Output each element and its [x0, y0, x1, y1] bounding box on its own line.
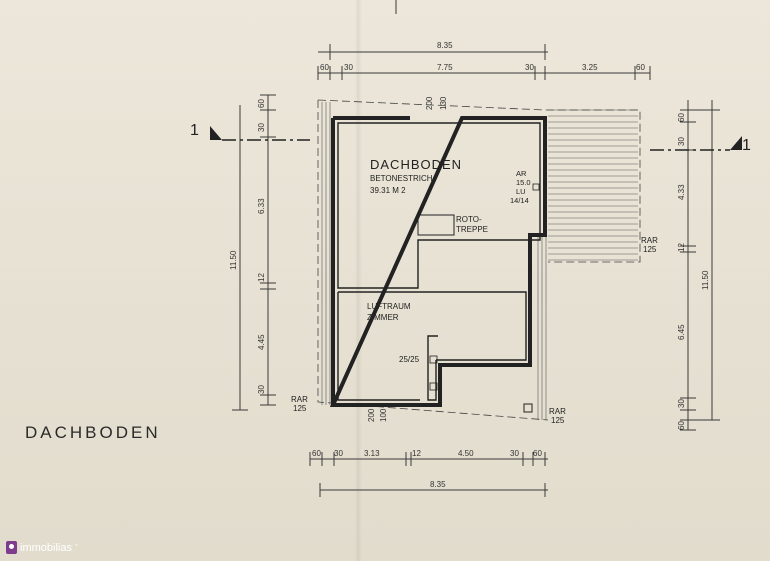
window-label-2: 15.0: [516, 178, 531, 187]
room-floor: BETONESTRICH: [370, 174, 433, 183]
duct-label: 25/25: [399, 355, 420, 364]
dim-top-seg-5: 60: [636, 63, 645, 72]
dim-right-seg-6: 60: [677, 421, 686, 430]
window-label-4: 14/14: [510, 196, 529, 205]
chimney-square: [523, 403, 533, 413]
dim-top-seg-0: 60: [320, 63, 329, 72]
dim-bottom-inner-0: 200: [367, 408, 376, 422]
dim-bottom-seg-2: 3.13: [364, 449, 380, 458]
dim-left-seg-5: 30: [257, 385, 266, 394]
dim-left-total: 11.50: [229, 250, 238, 270]
dim-right-seg-4: 6.45: [677, 324, 686, 340]
dim-top-seg-2: 7.75: [437, 63, 453, 72]
section-marker-right: 1: [650, 136, 751, 154]
stair-opening: [417, 214, 455, 236]
section-marker-left: 1: [190, 122, 310, 141]
rar-right-top-2: 125: [643, 245, 657, 254]
brand-mark: °: [74, 544, 78, 551]
dim-bottom-seg-6: 60: [533, 449, 542, 458]
window-label-1: AR: [516, 169, 527, 178]
dim-bottom-seg-0: 60: [312, 449, 321, 458]
dim-top-seg-4: 3.25: [582, 63, 598, 72]
dim-bottom-inner-1: 100: [379, 408, 388, 422]
dim-left-seg-4: 4.45: [257, 334, 266, 350]
stair-label-1: ROTO-: [456, 215, 482, 224]
dim-bottom-seg-1: 30: [334, 449, 343, 458]
dim-top-seg-1: 30: [344, 63, 353, 72]
dim-right-seg-1: 30: [677, 137, 686, 146]
dim-top-inner-0: 200: [425, 96, 434, 110]
dim-right-seg-2: 4.33: [677, 184, 686, 200]
rar-right-bottom-2: 125: [551, 416, 565, 425]
dim-top-total: 8.35: [437, 41, 453, 50]
dim-left-seg-2: 6.33: [257, 198, 266, 214]
dim-left-seg-1: 30: [257, 123, 266, 132]
duct-box-2: [429, 382, 438, 391]
rar-left-1: RAR: [291, 395, 308, 404]
rar-left-2: 125: [293, 404, 307, 413]
dim-right-total: 11.50: [701, 270, 710, 290]
brand-name: immobilias: [20, 541, 72, 554]
dim-right-seg-0: 60: [677, 113, 686, 122]
duct-box-1: [429, 355, 438, 364]
rar-right-top-1: RAR: [641, 236, 658, 245]
svg-text:1: 1: [190, 122, 199, 139]
brand-watermark: immobilias°: [6, 541, 78, 554]
rar-right-bottom-1: RAR: [549, 407, 566, 416]
dim-bottom-seg-4: 4.50: [458, 449, 474, 458]
eave-outline: [317, 99, 641, 421]
dim-bottom-seg-3: 12: [412, 449, 421, 458]
svg-text:1: 1: [742, 137, 751, 154]
walls: [329, 116, 547, 413]
luftraum-label-2: ZIMMER: [367, 313, 399, 322]
dim-top-inner-1: 130: [439, 96, 448, 110]
dim-bottom-seg-5: 30: [510, 449, 519, 458]
dim-right-seg-3: 12: [677, 243, 686, 252]
roof-hatching: [321, 102, 638, 420]
room-area: 39.31 M 2: [370, 186, 406, 195]
window-label-3: LU: [516, 187, 526, 196]
room-name-dachboden: DACHBODEN: [370, 157, 462, 172]
stair-label-2: TREPPE: [456, 225, 488, 234]
dim-right-seg-5: 30: [677, 399, 686, 408]
luftraum-label-1: LUFTRAUM: [367, 302, 411, 311]
dim-left-seg-3: 12: [257, 273, 266, 282]
dim-left-seg-0: 60: [257, 99, 266, 108]
plan-title: DACHBODEN: [25, 423, 161, 442]
dim-top-seg-3: 30: [525, 63, 534, 72]
dim-bottom-total: 8.35: [430, 480, 446, 489]
window-box: [532, 183, 540, 191]
brand-logo-icon: [6, 541, 17, 554]
